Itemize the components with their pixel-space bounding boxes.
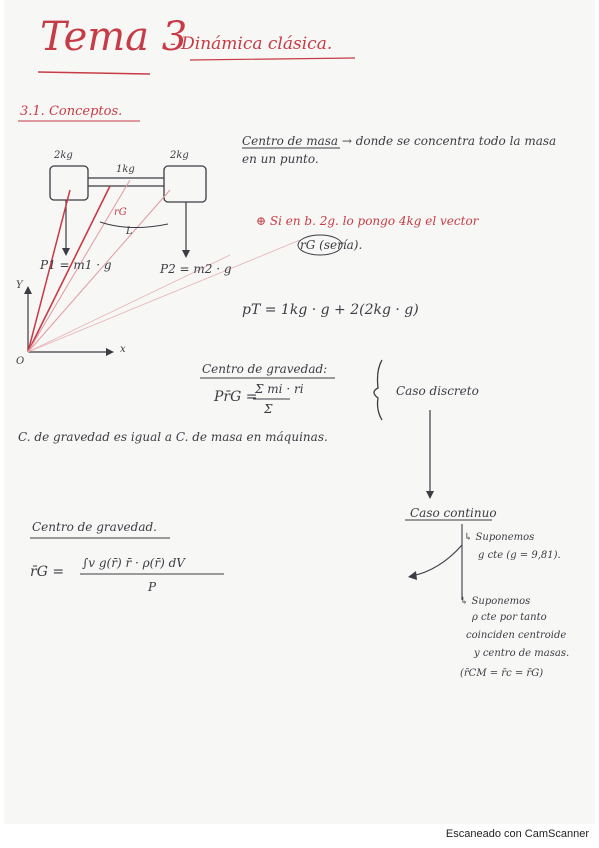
caso-continuo: Caso continuo [410, 506, 497, 520]
page-title: Tema 3 [40, 14, 188, 60]
origin-label: O [16, 356, 25, 367]
mass-middle-label: 1kg [116, 164, 135, 175]
cg-formula-den: Σ [264, 402, 273, 416]
centro-masa-line2: en un punto. [242, 152, 319, 166]
scanner-watermark: Escaneado con CamScanner [445, 828, 589, 840]
supon2-line3: coinciden centroide [466, 630, 567, 641]
l-label: L [126, 226, 133, 237]
cg-equal-note: C. de gravedad es igual a C. de masa en … [18, 430, 328, 444]
cg-title: Centro de gravedad: [202, 362, 328, 376]
supon2-line4: y centro de masas. [474, 648, 570, 659]
mass-right-label: 2kg [170, 150, 189, 161]
centro-masa-line1: Centro de masa → donde se concentra todo… [242, 134, 557, 148]
cg2-title: Centro de gravedad. [32, 520, 157, 534]
mass-right-box [163, 165, 207, 203]
axis-y-label: Y [16, 280, 23, 291]
caso-discreto: Caso discreto [396, 384, 479, 398]
red-note-line2: rG (sería). [300, 238, 363, 252]
supon2-line2: ρ cte por tanto [472, 612, 547, 623]
cg2-lhs: r̄G = [30, 564, 65, 580]
footer-bar: Escaneado con CamScanner [0, 824, 599, 848]
mass-left-box [49, 165, 89, 201]
section-heading: 3.1. Conceptos. [20, 104, 122, 119]
supon2-line5: (r̄CM = r̄c = r̄G) [460, 668, 544, 679]
cg2-num: ∫v g(r̄) r̄ · ρ(r̄) dV [82, 556, 185, 570]
axis-x-label: x [120, 344, 126, 355]
page-subtitle: - Dinámica clásica. [170, 34, 333, 54]
cg2-den: P [148, 580, 157, 594]
p2-label: P2 = m2 · g [160, 262, 232, 276]
cg-formula-num: Σ mi · ri [255, 382, 304, 396]
supon1-line2: g cte (g = 9,81). [478, 550, 561, 561]
mass-left-label: 2kg [54, 150, 73, 161]
p1-label: P1 = m1 · g [40, 258, 112, 272]
notebook-page [4, 0, 595, 824]
red-note-line1: ⊕ Si en b. 2g. lo pongo 4kg el vector [256, 214, 479, 228]
cg-formula-lhs: Pr̄G = [214, 389, 258, 405]
rg-label: rG [114, 207, 127, 218]
supon2-line1: ↳ Suponemos [460, 596, 531, 607]
section-number: 3.1. [20, 104, 45, 119]
supon1-line1: ↳ Suponemos [464, 532, 535, 543]
pt-formula: pT = 1kg · g + 2(2kg · g) [242, 302, 419, 318]
section-name: Conceptos. [48, 104, 123, 119]
